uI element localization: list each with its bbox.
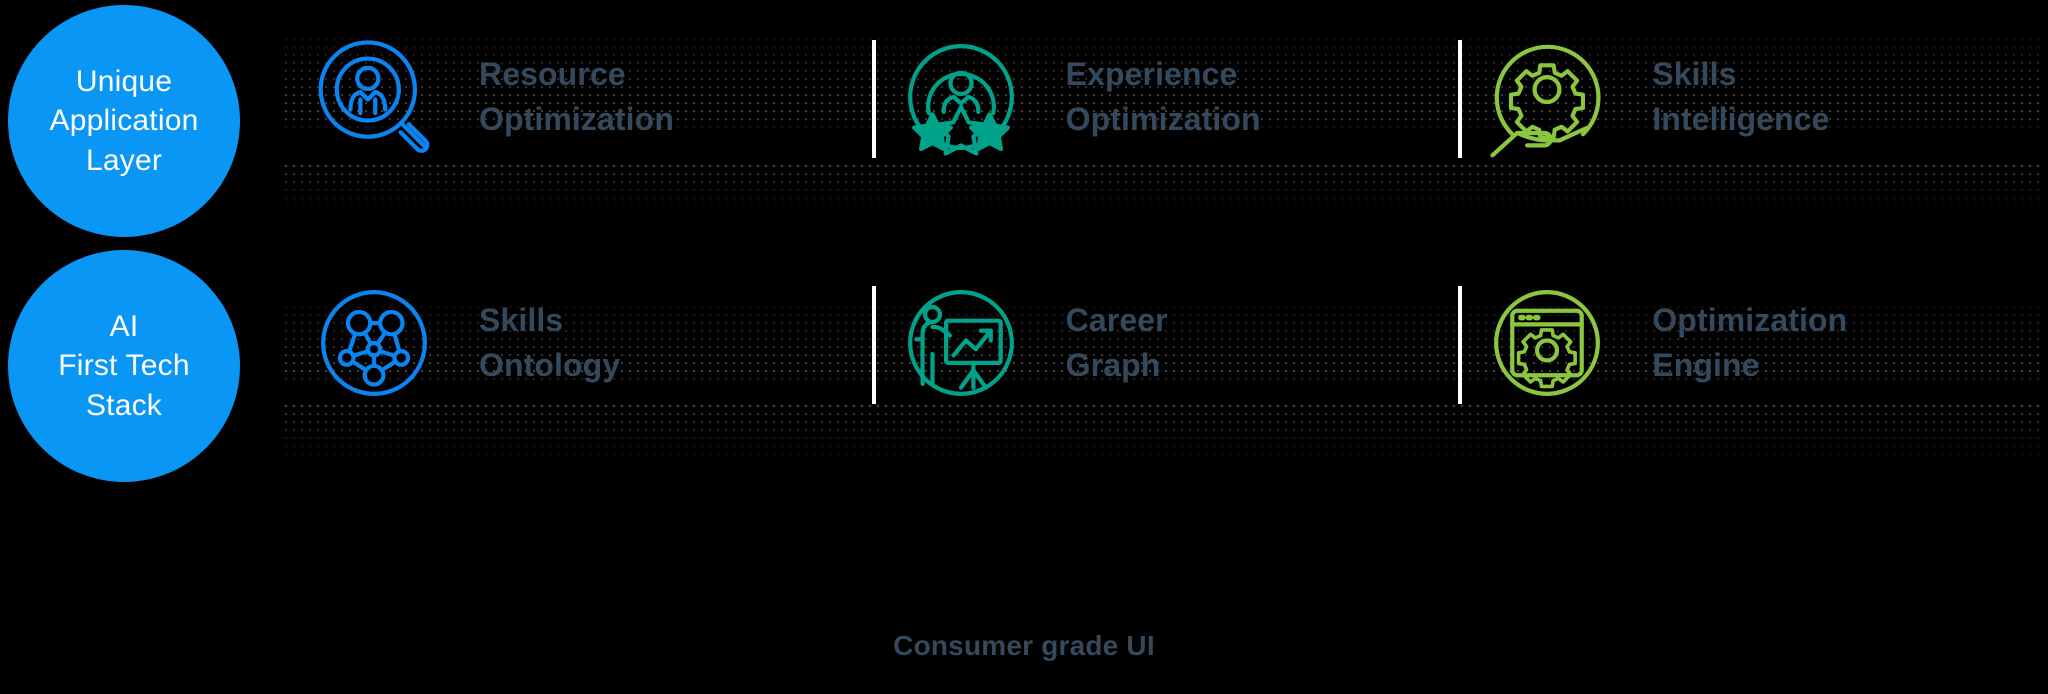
- cell-optimization-engine[interactable]: Optimization Engine: [1458, 268, 2045, 418]
- cell-career-graph[interactable]: Career Graph: [871, 268, 1459, 418]
- cell-skills-ontology[interactable]: Skills Ontology: [285, 268, 872, 418]
- cell-label: Experience Optimization: [1065, 55, 1261, 137]
- bubble-unique-application-layer[interactable]: Unique Application Layer: [8, 5, 240, 237]
- cell-resource-optimization[interactable]: Resource Optimization: [285, 22, 872, 172]
- cell-experience-optimization[interactable]: Experience Optimization: [871, 22, 1459, 172]
- cell-label: Optimization Engine: [1652, 301, 1848, 383]
- cell-label: Career Graph: [1065, 301, 1168, 383]
- person-stars-rating-icon: [888, 24, 1034, 170]
- bubble-label: AI First Tech Stack: [58, 309, 190, 422]
- presenter-chart-icon: [888, 270, 1034, 416]
- ai-first-tech-stack-row: Skills Ontology Career Graph: [285, 268, 2045, 418]
- browser-gear-icon: [1474, 270, 1620, 416]
- cell-label: Skills Intelligence: [1652, 55, 1830, 137]
- hand-gear-icon: [1474, 24, 1620, 170]
- cell-label: Skills Ontology: [479, 301, 621, 383]
- network-graph-icon: [301, 270, 447, 416]
- footer-caption: Consumer grade UI: [893, 630, 1155, 661]
- bubble-ai-first-tech-stack[interactable]: AI First Tech Stack: [8, 250, 240, 482]
- dot-texture-band: [285, 165, 2045, 255]
- dot-texture-band: [285, 405, 2045, 515]
- bubble-label: Unique Application Layer: [49, 64, 199, 177]
- cell-skills-intelligence[interactable]: Skills Intelligence: [1458, 22, 2045, 172]
- magnifier-person-icon: [301, 24, 447, 170]
- cell-label: Resource Optimization: [479, 55, 674, 137]
- unique-application-layer-row: Resource Optimization Experience Optimiz…: [285, 22, 2045, 172]
